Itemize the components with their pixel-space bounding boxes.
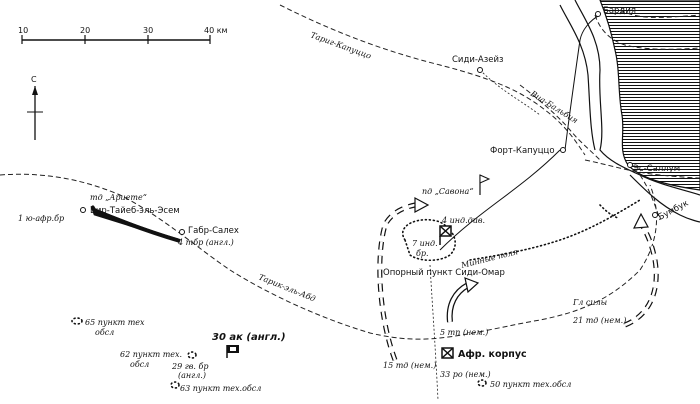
depot-65-marker	[71, 317, 83, 325]
label-depot-62-b: обсл	[130, 360, 149, 369]
depot-50-marker	[477, 379, 487, 387]
town-bardia-marker	[595, 11, 601, 17]
label-4-ind-div: 4 инд.див.	[441, 216, 485, 225]
compass-north-label: С	[31, 75, 37, 84]
label-fort-capuzzo: Форт-Капуццо	[490, 146, 555, 156]
label-21-td: 21 тд (нем.)	[572, 316, 626, 325]
label-depot-62: 62 пункт тех.	[120, 350, 182, 359]
advance-arrow-21td-head	[632, 212, 649, 229]
track-south	[429, 264, 439, 401]
scale-tick-20: 20	[80, 26, 90, 35]
label-bardia: Бардия	[603, 6, 636, 16]
track-capuzzo-sidi-omar	[439, 149, 561, 251]
track-east	[619, 9, 700, 18]
label-minefields: Минные поля	[459, 247, 518, 270]
label-7-ind: 7 инд.	[412, 239, 438, 248]
track-to-bardia	[564, 14, 601, 151]
advance-arrow-15td-head	[414, 196, 430, 214]
compass: С	[27, 75, 43, 140]
town-gabr-saleh-marker	[179, 229, 185, 235]
label-33-ro: 33 ро (нем.)	[440, 370, 491, 379]
label-es-sallum: Эс-Саллум	[633, 164, 680, 174]
label-bir-tayeb: Бир-Тайеб-эль-Эсем	[90, 206, 180, 216]
road-trig-el-abd	[0, 173, 658, 340]
scale-tick-30: 30	[143, 26, 153, 35]
sea-area	[599, 0, 700, 191]
minefield-loop	[402, 218, 456, 262]
scale-tick-40: 40 км	[204, 26, 228, 35]
label-depot-65: 65 пункт тех	[85, 318, 145, 327]
label-road-trig-capuzzo: Тариг-Капуццо	[309, 30, 372, 60]
track-coast	[584, 159, 700, 179]
track-sallum-bumbuk	[639, 174, 661, 221]
escarpment-line-2	[559, 4, 596, 151]
label-bumbuk: Бумбук	[657, 198, 691, 222]
minefield-line-2	[599, 204, 619, 219]
town-bir-tayeb-marker	[80, 207, 86, 213]
label-depot-50: 50 пункт тех.обсл	[490, 380, 571, 389]
advance-arrow-21td	[623, 223, 659, 328]
label-savona: пд „Савона“	[422, 187, 473, 196]
track-bardia	[594, 14, 700, 50]
road-trig-capuzzo	[279, 4, 586, 156]
label-4-tbr: 4 тбр (англ.)	[177, 238, 234, 247]
minefield-line	[469, 199, 641, 261]
label-afr-korps: Афр. корпус	[458, 349, 527, 360]
label-depot-63: 63 пункт тех.обсл	[180, 384, 261, 393]
label-ariete: тд „Ариете“	[90, 193, 147, 202]
flag-savona-icon	[479, 174, 491, 195]
label-30-ak: 30 ак (англ.)	[212, 332, 286, 343]
label-7-ind-br: бр.	[416, 249, 429, 258]
label-sidi-azeiz: Сиди-Азейз	[452, 55, 504, 65]
escarpment-line	[574, 0, 700, 196]
town-bumbuk-marker	[652, 212, 658, 218]
hq-4-ind-div-icon	[439, 225, 452, 245]
track-sidi-azeiz	[479, 69, 541, 116]
label-gabr-saleh: Габр-Салех	[188, 226, 239, 236]
label-depot-65-b: обсл	[95, 328, 114, 337]
label-29-gv-br: 29 гв. бр	[171, 362, 209, 371]
town-fort-capuzzo-marker	[560, 147, 566, 153]
label-15-td: 15 тд (нем.)	[383, 361, 436, 370]
label-sa-brigade: 1 ю-афр.бр	[18, 214, 64, 223]
depot-62-marker	[187, 351, 197, 359]
road-via-balbia	[519, 84, 601, 161]
escarpment-line-3	[629, 174, 700, 223]
scale-tick-10: 10	[18, 26, 28, 35]
flag-30ak-icon	[226, 345, 239, 358]
label-road-el-abd: Тарик-эль-Абд	[257, 273, 316, 304]
label-5-tp: 5 тп (нем.)	[440, 328, 488, 337]
label-road-via-balbia: Виа-Бальбия	[528, 89, 579, 126]
scale-bar: 10 20 30 40 км	[18, 26, 228, 44]
town-sallum-marker	[627, 162, 633, 168]
hq-afr-korps-icon	[441, 347, 454, 359]
label-sidi-omar: Опорный пункт Сиди-Омар	[383, 268, 505, 278]
label-29-gv-br-angl: (англ.)	[178, 371, 206, 380]
depot-63-marker	[170, 381, 180, 389]
town-sidi-azeiz-marker	[477, 67, 483, 73]
label-main-forces: Гл силы	[572, 298, 607, 307]
